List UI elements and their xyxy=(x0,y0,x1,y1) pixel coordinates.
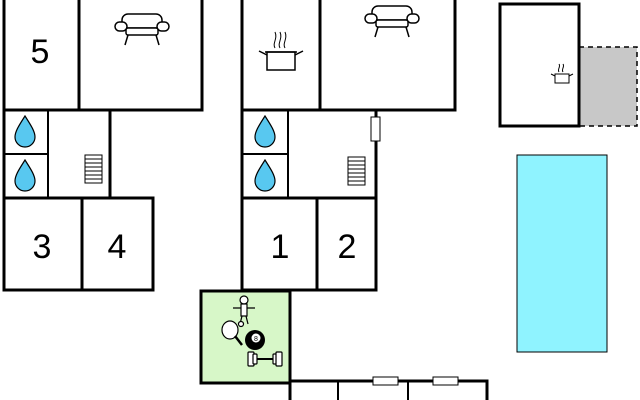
room-label-1: 1 xyxy=(271,228,290,266)
billiard-ball-number: 8 xyxy=(254,336,258,343)
stairs-icon xyxy=(347,156,366,186)
shower-drop-icon xyxy=(254,114,276,148)
window-icon xyxy=(372,376,399,386)
stairs-icon xyxy=(84,154,103,184)
kitchen-pot-icon xyxy=(258,31,304,71)
kitchen-pot-icon xyxy=(550,63,574,84)
sofa-icon xyxy=(114,13,170,46)
room-label-4: 4 xyxy=(108,228,127,266)
foosball-icon xyxy=(233,295,255,325)
terrace xyxy=(578,46,638,127)
room-label-5: 5 xyxy=(31,33,50,71)
left-building xyxy=(2,0,204,292)
sofa-icon xyxy=(364,5,420,38)
shower-drop-icon xyxy=(14,114,36,148)
swimming-pool xyxy=(516,154,608,353)
billiard-ball-icon: 8 xyxy=(245,330,265,350)
shower-drop-icon xyxy=(254,158,276,192)
dumbbell-icon xyxy=(247,351,283,367)
outbuilding xyxy=(498,2,581,128)
table-tennis-icon xyxy=(221,320,245,346)
middle-building xyxy=(240,0,457,292)
room-label-2: 2 xyxy=(338,228,357,266)
room-label-3: 3 xyxy=(33,228,52,266)
window-icon xyxy=(432,376,459,386)
window-icon xyxy=(370,116,381,142)
shower-drop-icon xyxy=(14,158,36,192)
